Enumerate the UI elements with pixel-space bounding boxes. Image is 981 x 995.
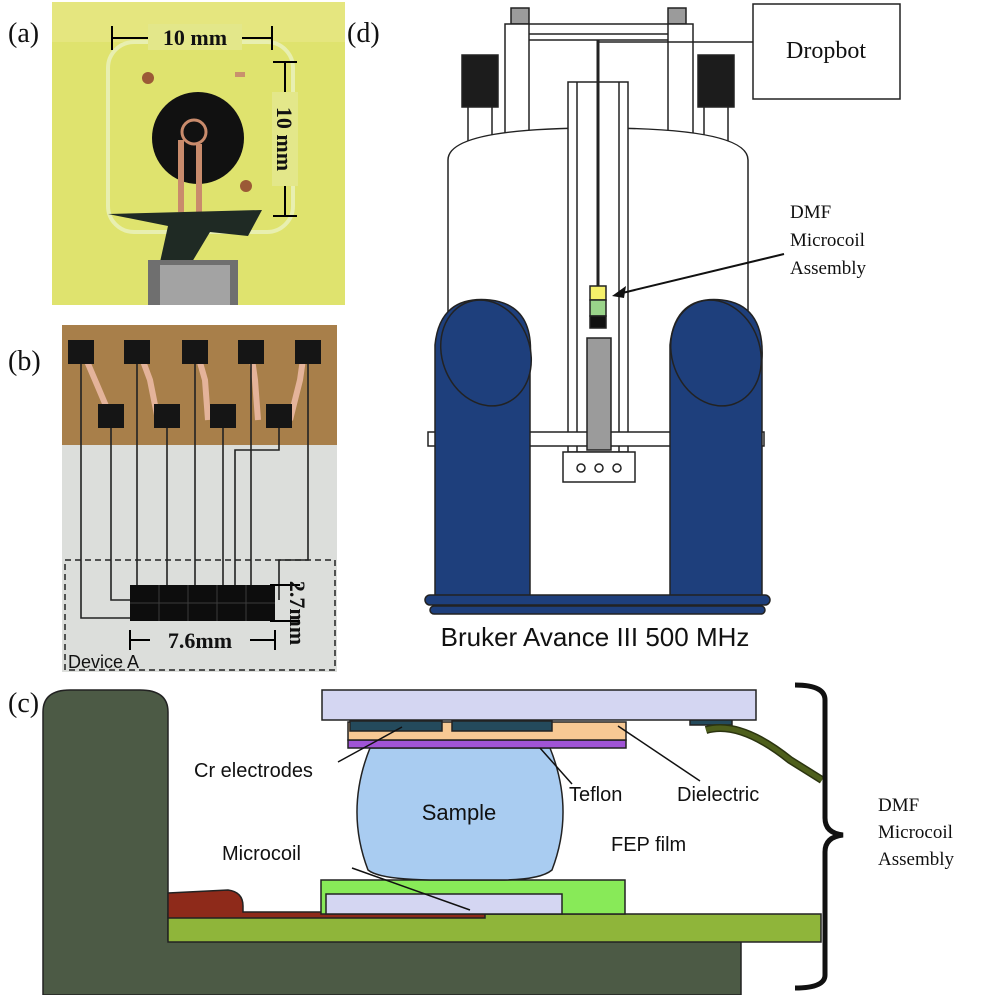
probe-tip-dark [589,315,607,329]
assembly-brace [794,682,844,991]
panel-d: (d) [347,3,901,652]
dropbot-label: Dropbot [786,38,866,64]
probe-tip-green [589,299,607,317]
label-fep-film: FEP film [611,834,686,856]
leader-lines [337,725,701,911]
contact-pad [238,340,264,364]
label-cr-electrodes: Cr electrodes [194,760,313,782]
panel-c: (c) [8,682,955,995]
assembly-callout-arrowhead [612,286,626,298]
dimension-width-label: 10 mm [163,25,227,50]
device-a-label: Device A [68,652,139,672]
contact-pad [182,340,208,364]
alignment-mark [240,180,252,192]
magnet-leg-right [669,298,763,601]
microcoil-loop [180,118,208,146]
sample-droplet [356,747,564,881]
dropbot-box [752,3,901,100]
magnet-leg-left [434,298,533,601]
assembly-callout-line-3: Assembly [790,258,867,279]
contact-pad [98,404,124,428]
assembly-cross-section [42,689,825,995]
device-a-outline [64,559,336,671]
dimension-height-b-label: 2.7mm [285,581,310,645]
side-cryo-box [697,54,735,108]
contact-pad [124,340,150,364]
panel-b-label: (b) [8,346,41,377]
panel-d-label: (d) [347,18,380,49]
top-plate [321,689,757,721]
label-dielectric: Dielectric [677,784,759,806]
assembly-brace-line-3: Assembly [878,849,955,870]
nmr-magnet [424,7,771,615]
panel-b: (b) [8,325,337,672]
panel-a: (a) 10 mm [8,2,345,305]
pad-row-bottom [98,404,292,428]
label-microcoil: Microcoil [222,843,301,865]
label-teflon: Teflon [569,784,622,806]
probe-body-section [42,689,742,995]
epoxy-connector [108,210,262,262]
coil-lead [196,144,202,212]
pad-row-top [68,340,321,364]
electrode-gaps [130,585,275,621]
probe-tip-yellow [589,285,607,301]
dimension-height-label: 10 mm [272,107,297,171]
control-cable [704,724,825,784]
contact-pad [68,340,94,364]
probe-body [586,337,612,451]
assembly-callout-line-1: DMF [790,202,831,223]
coil-substrate [325,893,563,915]
photo-a: 10 mm 10 mm [52,2,345,305]
top-post [510,7,530,25]
contact-pad [295,340,321,364]
cr-electrode [451,720,553,732]
coil-lead [178,140,184,212]
contact-pad [210,404,236,428]
assembly-brace-line-1: DMF [878,795,919,816]
contact-pad [154,404,180,428]
dimension-length-label: 7.6mm [168,628,232,653]
contact-pad [266,404,292,428]
control-cable-core [705,725,824,783]
solder-wires-highlight [160,265,230,305]
label-sample: Sample [422,800,497,825]
probe-connector [612,463,622,473]
magnet-caption: Bruker Avance III 500 MHz [441,622,750,652]
probe-connector [576,463,586,473]
assembly-brace-line-2: Microcoil [878,822,953,843]
dimension-height-b: 2.7mm [270,581,310,645]
panel-a-label: (a) [8,18,39,49]
probe-connector [594,463,604,473]
assembly-callout-arrow [617,253,785,295]
dielectric-layer [347,739,627,749]
alignment-mark [235,72,245,77]
coil-disc [152,92,244,184]
dimension-width-a: 10 mm [111,24,273,50]
alignment-mark [142,72,154,84]
side-cryo-box [461,54,499,108]
photo-b: Device A 7.6mm 2.7mm [62,325,337,672]
top-post [667,7,687,25]
panel-c-label: (c) [8,688,39,719]
dimension-length-b: 7.6mm [129,628,276,653]
magnet-base-plate [429,605,766,615]
assembly-callout-line-2: Microcoil [790,230,865,251]
magnet-base-plate [424,594,771,606]
dimension-height-a: 10 mm [272,61,298,217]
